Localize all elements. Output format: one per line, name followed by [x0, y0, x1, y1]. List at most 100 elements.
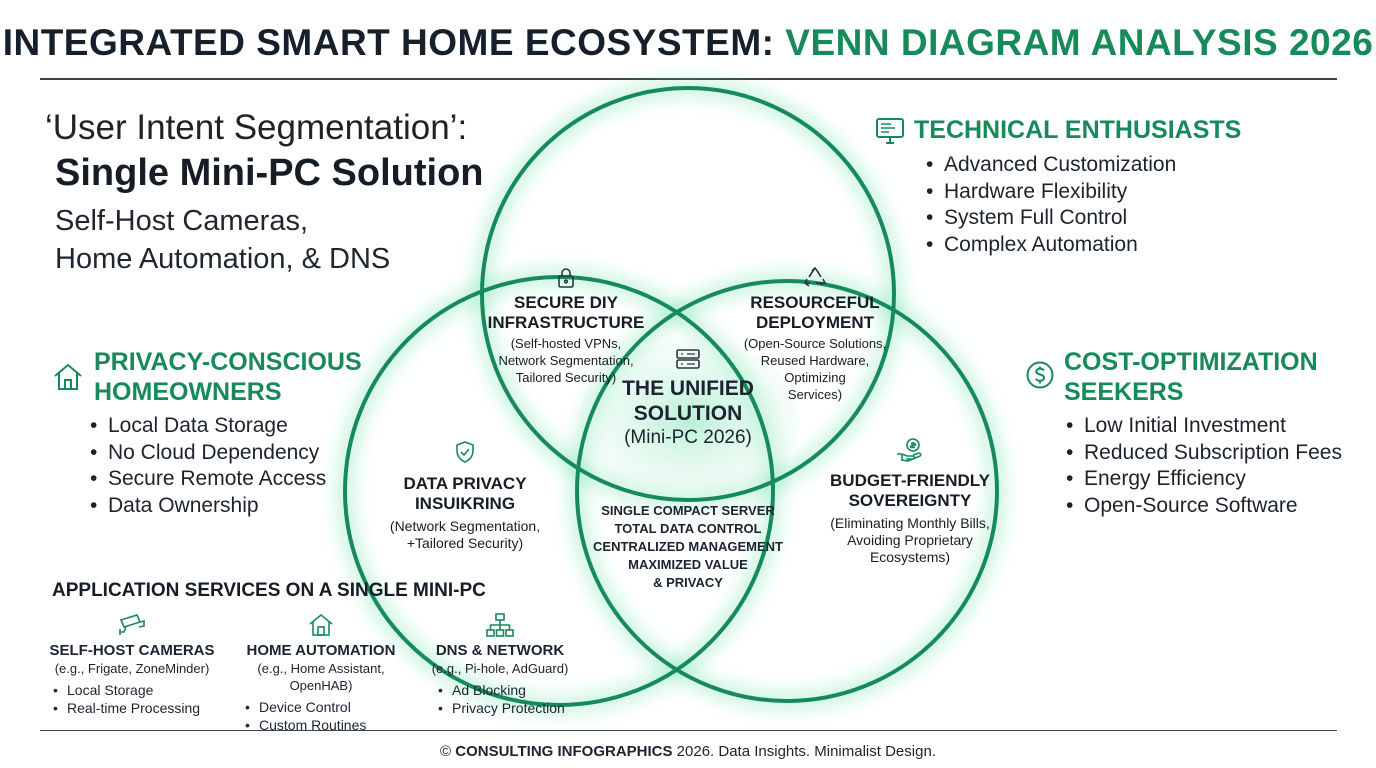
segment-cost-title-line2: SEEKERS — [1064, 378, 1184, 406]
segment-cost-title-line1: COST-OPTIMIZATION — [1064, 348, 1318, 376]
list-item: Reduced Subscription Fees — [1066, 440, 1342, 467]
service-home-automation: HOME AUTOMATION (e.g., Home Assistant, O… — [225, 612, 417, 734]
segment-technical-title: TECHNICAL ENTHUSIASTS — [914, 116, 1242, 144]
list-item: Data Ownership — [90, 493, 326, 520]
center-title-line2: SOLUTION — [633, 402, 743, 425]
server-icon — [600, 348, 776, 370]
list-item: Local Data Storage — [90, 413, 326, 440]
zone-resourceful-desc-line4: Services) — [787, 387, 843, 402]
zone-budget-desc-line3: Ecosystems) — [869, 549, 951, 565]
zone-secure-diy-desc: (Self-hosted VPNs, Network Segmentation,… — [476, 335, 656, 386]
zone-budget-title-line1: BUDGET-FRIENDLY — [830, 471, 990, 490]
zone-data-privacy: DATA PRIVACY INSUIKRING (Network Segment… — [375, 440, 555, 552]
zone-budget: BUDGET-FRIENDLY SOVEREIGNTY (Eliminating… — [815, 437, 1005, 566]
list-item: Low Initial Investment — [1066, 413, 1342, 440]
home-icon — [225, 612, 417, 638]
zone-secure-diy-title-line2: INFRASTRUCTURE — [487, 313, 645, 332]
service-dns-sub: (e.g., Pi-hole, AdGuard) — [431, 661, 569, 676]
segment-privacy-list: Local Data Storage No Cloud Dependency S… — [90, 413, 326, 519]
segment-privacy-title-line1: PRIVACY-CONSCIOUS — [94, 348, 362, 376]
zone-secure-diy-desc-line3: Tailored Security) — [515, 370, 617, 385]
list-item: Local Storage — [53, 681, 227, 699]
zone-secure-diy-desc-line2: Network Segmentation, — [498, 353, 634, 368]
zone-secure-diy: SECURE DIY INFRASTRUCTURE (Self-hosted V… — [476, 267, 656, 386]
footer-text: 2026. Data Insights. Minimalist Design. — [672, 743, 936, 760]
zone-data-privacy-desc-line2: +Tailored Security) — [406, 535, 524, 551]
service-dns-network: DNS & NETWORK (e.g., Pi-hole, AdGuard) A… — [410, 612, 590, 717]
house-icon — [52, 362, 84, 392]
zone-secure-diy-desc-line1: (Self-hosted VPNs, — [510, 336, 622, 351]
footer-brand: CONSULTING INFOGRAPHICS — [455, 743, 673, 760]
zone-resourceful-desc-line2: Reused Hardware, — [760, 353, 870, 368]
zone-budget-desc-line2: Avoiding Proprietary — [847, 532, 973, 548]
list-item: Device Control — [245, 698, 417, 716]
zone-budget-title-line2: SOVEREIGNTY — [848, 491, 972, 510]
page-title-accent: VENN DIAGRAM ANALYSIS 2026 — [785, 22, 1374, 63]
service-cameras-list: Local Storage Real-time Processing — [53, 681, 227, 717]
top-divider — [40, 78, 1337, 80]
dollar-icon — [1025, 360, 1055, 390]
service-cameras-sub: (e.g., Frigate, ZoneMinder) — [54, 661, 210, 676]
zone-budget-desc: (Eliminating Monthly Bills, Avoiding Pro… — [815, 515, 1005, 566]
service-dns-title: DNS & NETWORK — [435, 642, 565, 659]
zone-resourceful-desc-line3: Optimizing — [784, 370, 846, 385]
page-title: INTEGRATED SMART HOME ECOSYSTEM: VENN DI… — [0, 22, 1376, 64]
segment-cost-list: Low Initial Investment Reduced Subscript… — [1066, 413, 1342, 519]
zone-resourceful-desc-line1: (Open-Source Solutions, — [743, 336, 887, 351]
zone-data-privacy-title-line2: INSUIKRING — [414, 494, 516, 513]
list-item: Open-Source Software — [1066, 493, 1342, 520]
shield-icon — [375, 440, 555, 464]
circle-technical-enthusiasts — [480, 86, 896, 502]
zone-secure-diy-title-line1: SECURE DIY — [514, 293, 618, 312]
recycle-icon — [724, 267, 906, 289]
segment-cost-title: COST-OPTIMIZATION SEEKERS — [1064, 347, 1318, 407]
intro-subtitle-line1: Self-Host Cameras, — [55, 205, 309, 237]
list-item: Privacy Protection — [438, 699, 590, 717]
zone-resourceful-title-line2: DEPLOYMENT — [755, 313, 875, 332]
segment-privacy-title-line2: HOMEOWNERS — [94, 378, 282, 406]
zone-resourceful: RESOURCEFUL DEPLOYMENT (Open-Source Solu… — [724, 267, 906, 403]
list-item: Complex Automation — [926, 232, 1176, 259]
center-title-line1: THE UNIFIED — [622, 377, 754, 400]
zone-data-privacy-desc-line1: (Network Segmentation, — [389, 518, 541, 534]
footer-prefix: © — [440, 743, 456, 760]
zone-data-privacy-title-line1: DATA PRIVACY — [403, 474, 527, 493]
zone-budget-desc-line1: (Eliminating Monthly Bills, — [830, 515, 990, 531]
circle-cost-optimization — [575, 279, 999, 703]
service-home-automation-list: Device Control Custom Routines — [245, 698, 417, 734]
bottom-divider — [40, 730, 1337, 731]
segment-privacy-title: PRIVACY-CONSCIOUS HOMEOWNERS — [94, 347, 362, 407]
camera-icon — [37, 612, 227, 638]
network-icon — [410, 612, 590, 638]
page-title-main: INTEGRATED SMART HOME ECOSYSTEM: — [2, 22, 786, 63]
service-home-automation-title: HOME AUTOMATION — [246, 642, 396, 659]
intro-subtitle: Self-Host Cameras, Home Automation, & DN… — [55, 202, 390, 278]
list-item: Advanced Customization — [926, 152, 1176, 179]
list-item: Custom Routines — [245, 716, 417, 734]
service-cameras: SELF-HOST CAMERAS (e.g., Frigate, ZoneMi… — [37, 612, 227, 717]
list-item: Hardware Flexibility — [926, 179, 1176, 206]
list-item: & PRIVACY — [653, 575, 723, 590]
footer: © CONSULTING INFOGRAPHICS 2026. Data Ins… — [0, 743, 1376, 760]
list-item: CENTRALIZED MANAGEMENT — [593, 539, 783, 554]
zone-data-privacy-desc: (Network Segmentation, +Tailored Securit… — [375, 518, 555, 552]
list-item: Secure Remote Access — [90, 466, 326, 493]
list-item: MAXIMIZED VALUE — [628, 557, 748, 572]
list-item: TOTAL DATA CONTROL — [614, 521, 762, 536]
money-hand-icon — [815, 437, 1005, 463]
center-benefits-list: SINGLE COMPACT SERVER TOTAL DATA CONTROL… — [578, 502, 798, 592]
list-item: System Full Control — [926, 205, 1176, 232]
zone-resourceful-desc: (Open-Source Solutions, Reused Hardware,… — [724, 335, 906, 403]
list-item: Energy Efficiency — [1066, 466, 1342, 493]
service-cameras-title: SELF-HOST CAMERAS — [49, 642, 215, 659]
list-item: No Cloud Dependency — [90, 440, 326, 467]
venn-center-highlight — [580, 340, 800, 500]
zone-center: THE UNIFIED SOLUTION (Mini-PC 2026) — [600, 348, 776, 450]
intro-subtitle-line2: Home Automation, & DNS — [55, 243, 391, 275]
list-item: SINGLE COMPACT SERVER — [601, 503, 775, 518]
list-item: Real-time Processing — [53, 699, 227, 717]
intro-heading: ‘User Intent Segmentation’: — [45, 108, 468, 147]
service-home-automation-sub: (e.g., Home Assistant, OpenHAB) — [257, 661, 385, 693]
lock-icon — [476, 267, 656, 289]
center-subtitle: (Mini-PC 2026) — [624, 427, 752, 448]
